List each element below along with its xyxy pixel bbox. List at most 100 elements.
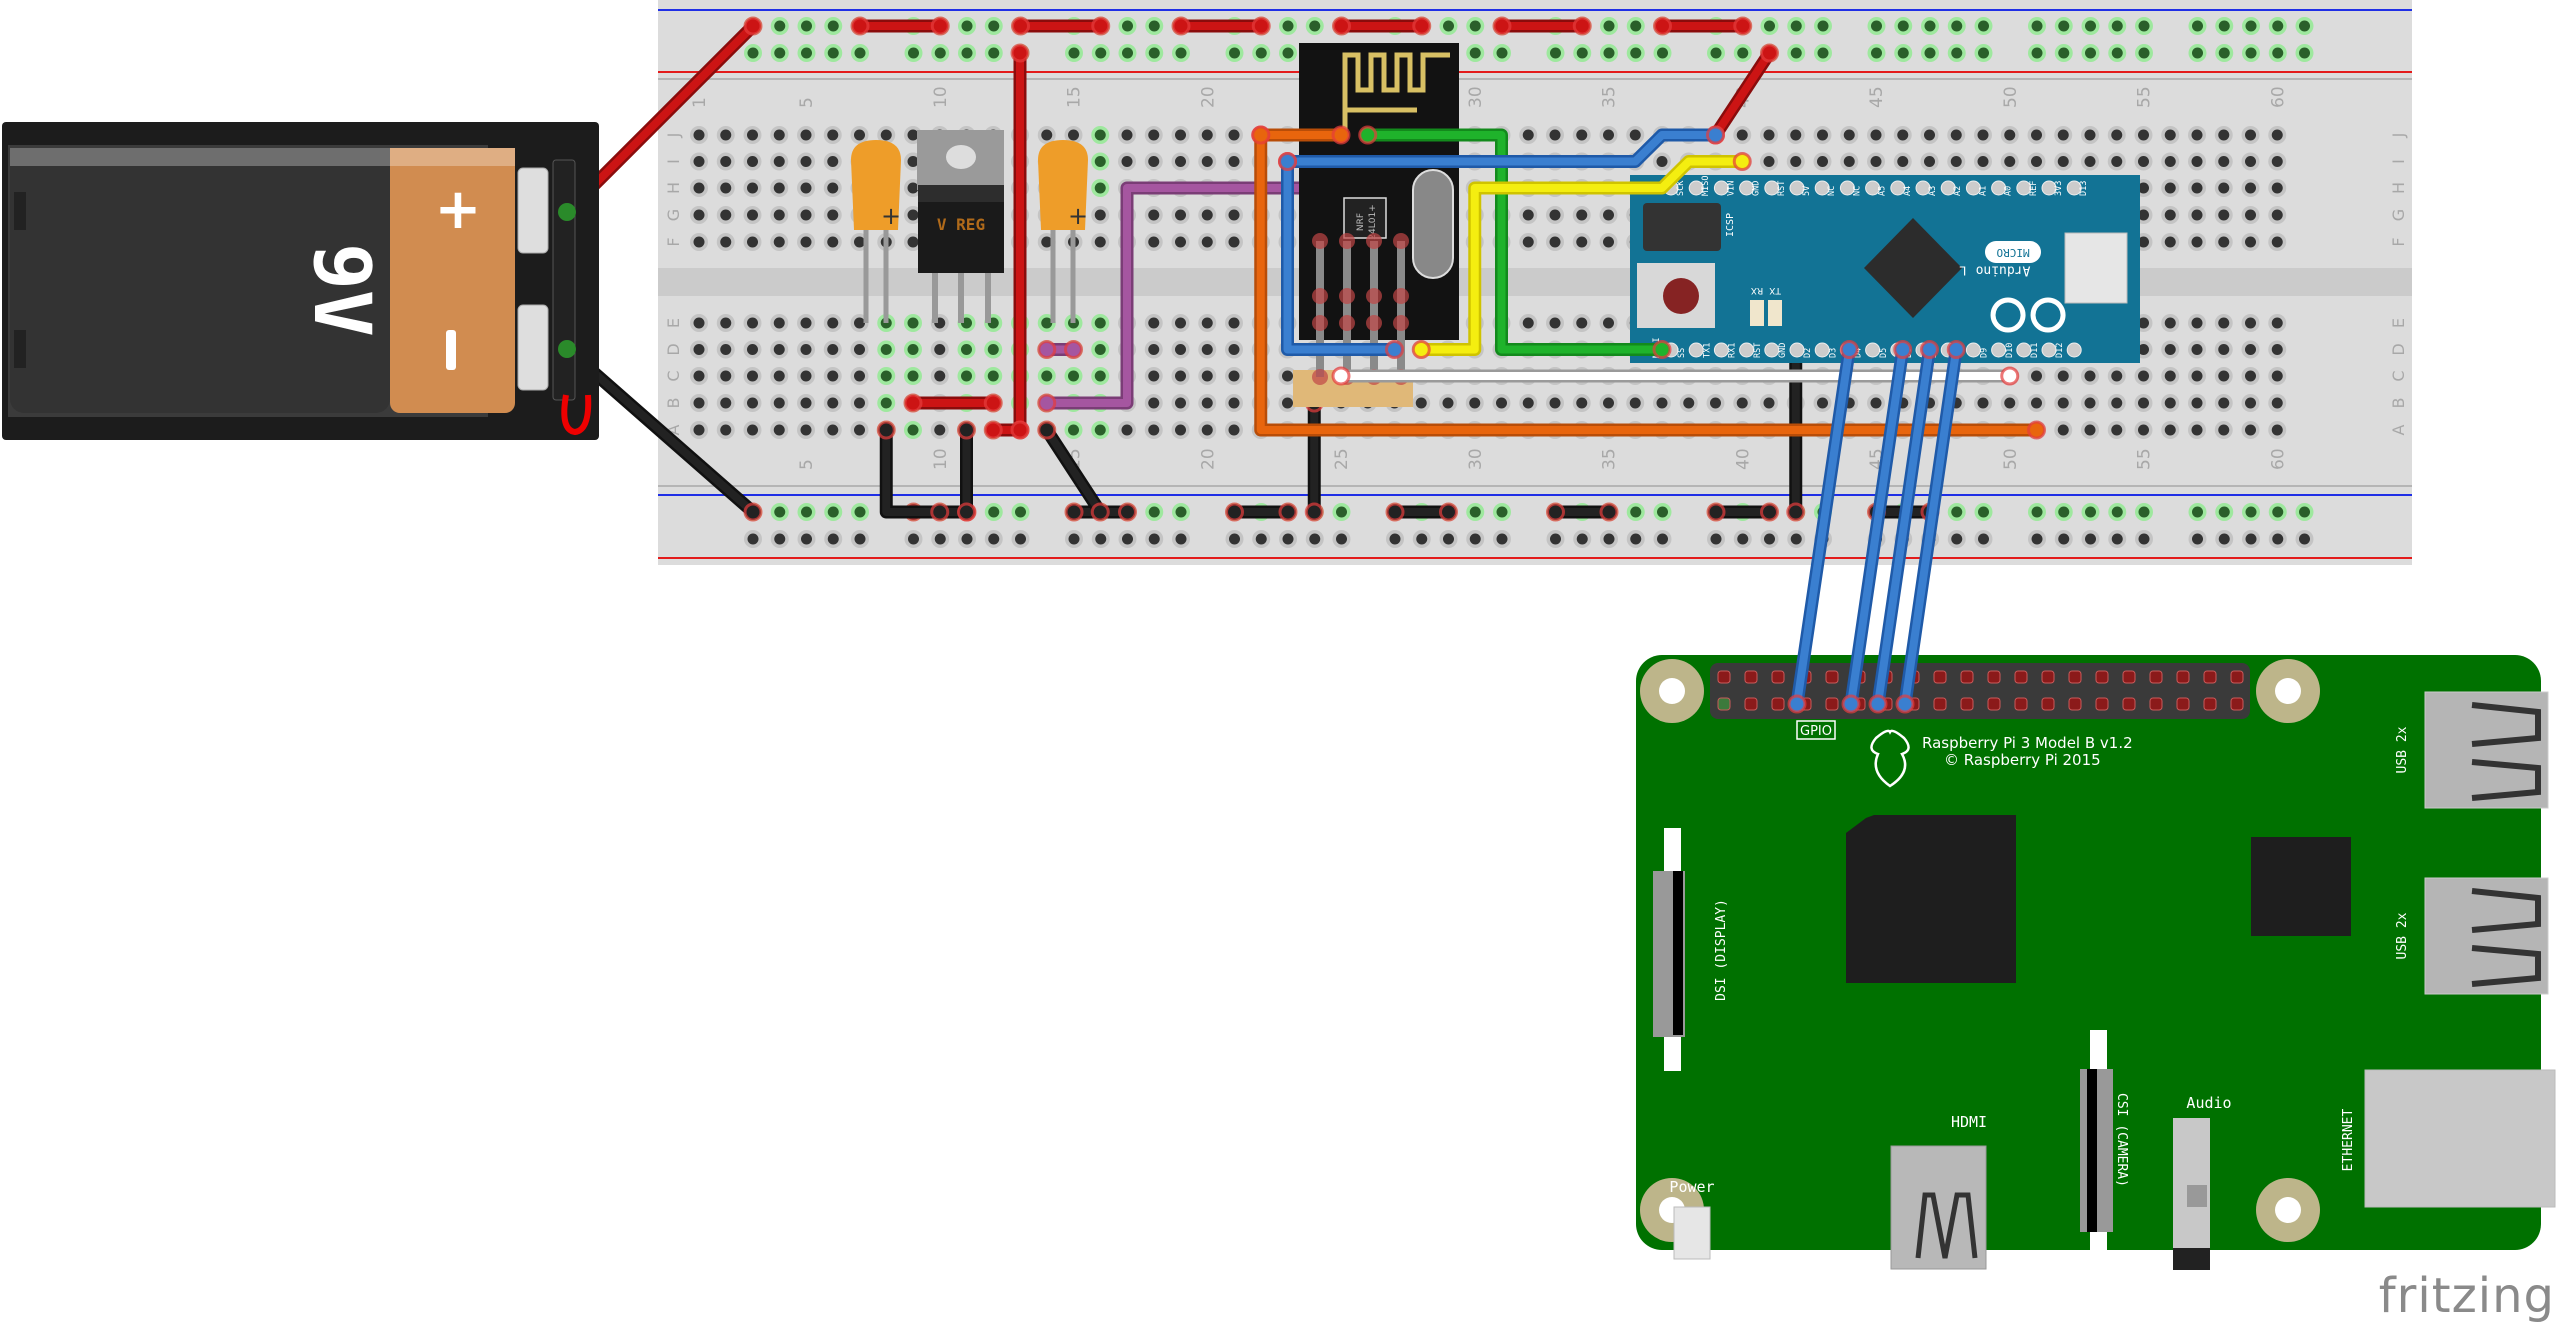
strip-hole[interactable] xyxy=(1603,236,1614,248)
rail-hole[interactable] xyxy=(1710,533,1722,545)
strip-hole[interactable] xyxy=(2164,424,2176,436)
strip-hole[interactable] xyxy=(907,236,919,248)
strip-hole[interactable] xyxy=(1175,397,1186,409)
strip-hole[interactable] xyxy=(854,344,865,355)
strip-hole[interactable] xyxy=(747,370,758,382)
strip-hole[interactable] xyxy=(827,344,839,355)
strip-hole[interactable] xyxy=(720,424,732,436)
rail-hole[interactable] xyxy=(1389,533,1401,545)
strip-hole[interactable] xyxy=(907,424,919,436)
rail-hole[interactable] xyxy=(2031,533,2043,545)
strip-hole[interactable] xyxy=(747,397,758,409)
strip-hole[interactable] xyxy=(1469,397,1481,409)
strip-hole[interactable] xyxy=(800,129,812,141)
strip-hole[interactable] xyxy=(2004,156,2016,167)
strip-hole[interactable] xyxy=(1175,156,1186,167)
strip-hole[interactable] xyxy=(1790,129,1802,141)
strip-hole[interactable] xyxy=(1656,156,1668,167)
strip-hole[interactable] xyxy=(747,317,758,329)
strip-hole[interactable] xyxy=(1201,370,1213,382)
rail-hole[interactable] xyxy=(1416,533,1428,545)
strip-hole[interactable] xyxy=(827,424,839,436)
strip-hole[interactable] xyxy=(2111,397,2123,409)
rail-hole[interactable] xyxy=(2218,47,2230,59)
strip-hole[interactable] xyxy=(2164,209,2176,221)
strip-hole[interactable] xyxy=(2271,317,2283,329)
arduino-pin-gnd[interactable] xyxy=(1739,180,1755,196)
nrf-pin[interactable] xyxy=(1366,315,1382,331)
strip-hole[interactable] xyxy=(2084,424,2096,436)
strip-hole[interactable] xyxy=(1094,129,1106,141)
rail-hole[interactable] xyxy=(1630,506,1642,518)
strip-hole[interactable] xyxy=(2084,129,2096,141)
rail-hole[interactable] xyxy=(801,533,812,545)
rail-hole[interactable] xyxy=(961,533,973,545)
strip-hole[interactable] xyxy=(2218,424,2230,436)
nrf-pin[interactable] xyxy=(1366,233,1382,249)
rail-hole[interactable] xyxy=(1122,533,1133,545)
rail-hole[interactable] xyxy=(827,20,839,32)
wire-rpi-gpio-2[interactable] xyxy=(1847,345,1907,708)
rail-hole[interactable] xyxy=(988,20,1000,32)
rail-hole[interactable] xyxy=(854,47,866,59)
strip-hole[interactable] xyxy=(2164,236,2176,248)
rpi-gpio-pin[interactable] xyxy=(2095,670,2109,684)
rail-hole[interactable] xyxy=(908,47,919,59)
rail-hole[interactable] xyxy=(774,506,786,518)
arduino-pin-miso[interactable] xyxy=(1688,180,1704,196)
rpi-gpio-pin[interactable] xyxy=(2230,697,2244,711)
arduino-pin-rst[interactable] xyxy=(1764,180,1780,196)
rail-hole[interactable] xyxy=(1148,20,1160,32)
strip-hole[interactable] xyxy=(934,424,946,436)
strip-hole[interactable] xyxy=(1148,156,1160,167)
strip-hole[interactable] xyxy=(1924,156,1935,167)
strip-hole[interactable] xyxy=(987,370,999,382)
strip-hole[interactable] xyxy=(1228,129,1240,141)
arduino-reset-button[interactable] xyxy=(1663,278,1699,314)
rail-hole[interactable] xyxy=(1871,47,1882,59)
arduino-pin-d10[interactable] xyxy=(2016,342,2032,358)
strip-hole[interactable] xyxy=(2057,129,2069,141)
strip-hole[interactable] xyxy=(1148,424,1160,436)
strip-hole[interactable] xyxy=(1094,236,1106,248)
strip-hole[interactable] xyxy=(2245,129,2256,141)
strip-hole[interactable] xyxy=(1201,397,1213,409)
strip-hole[interactable] xyxy=(2084,156,2096,167)
strip-hole[interactable] xyxy=(2164,317,2176,329)
strip-hole[interactable] xyxy=(1924,129,1935,141)
strip-hole[interactable] xyxy=(693,424,705,436)
strip-hole[interactable] xyxy=(1201,156,1213,167)
strip-hole[interactable] xyxy=(907,209,919,221)
strip-hole[interactable] xyxy=(1175,317,1186,329)
rail-hole[interactable] xyxy=(2111,20,2123,32)
rail-hole[interactable] xyxy=(1443,533,1454,545)
rail-hole[interactable] xyxy=(2085,20,2096,32)
strip-hole[interactable] xyxy=(800,182,812,194)
rail-hole[interactable] xyxy=(2192,506,2203,518)
arduino-pin-ref[interactable] xyxy=(2016,180,2032,196)
strip-hole[interactable] xyxy=(2271,344,2283,355)
nrf-pin[interactable] xyxy=(1339,233,1355,249)
arduino-pin-d4[interactable] xyxy=(1865,342,1881,358)
strip-hole[interactable] xyxy=(2031,129,2042,141)
strip-hole[interactable] xyxy=(2245,424,2256,436)
strip-hole[interactable] xyxy=(720,397,732,409)
wire-rpi-gpio-1[interactable] xyxy=(1793,345,1854,708)
strip-hole[interactable] xyxy=(1977,129,1989,141)
rail-hole[interactable] xyxy=(1550,533,1561,545)
strip-hole[interactable] xyxy=(1201,236,1213,248)
strip-hole[interactable] xyxy=(880,344,892,355)
strip-hole[interactable] xyxy=(1950,156,1962,167)
strip-hole[interactable] xyxy=(2218,344,2230,355)
rail-hole[interactable] xyxy=(2031,506,2043,518)
strip-hole[interactable] xyxy=(2057,424,2069,436)
rail-hole[interactable] xyxy=(2218,506,2230,518)
rpi-gpio-pin[interactable] xyxy=(2176,697,2190,711)
strip-hole[interactable] xyxy=(2138,129,2149,141)
strip-hole[interactable] xyxy=(1148,397,1160,409)
strip-hole[interactable] xyxy=(1228,209,1240,221)
strip-hole[interactable] xyxy=(1950,129,1962,141)
strip-hole[interactable] xyxy=(800,424,812,436)
strip-hole[interactable] xyxy=(1228,370,1240,382)
